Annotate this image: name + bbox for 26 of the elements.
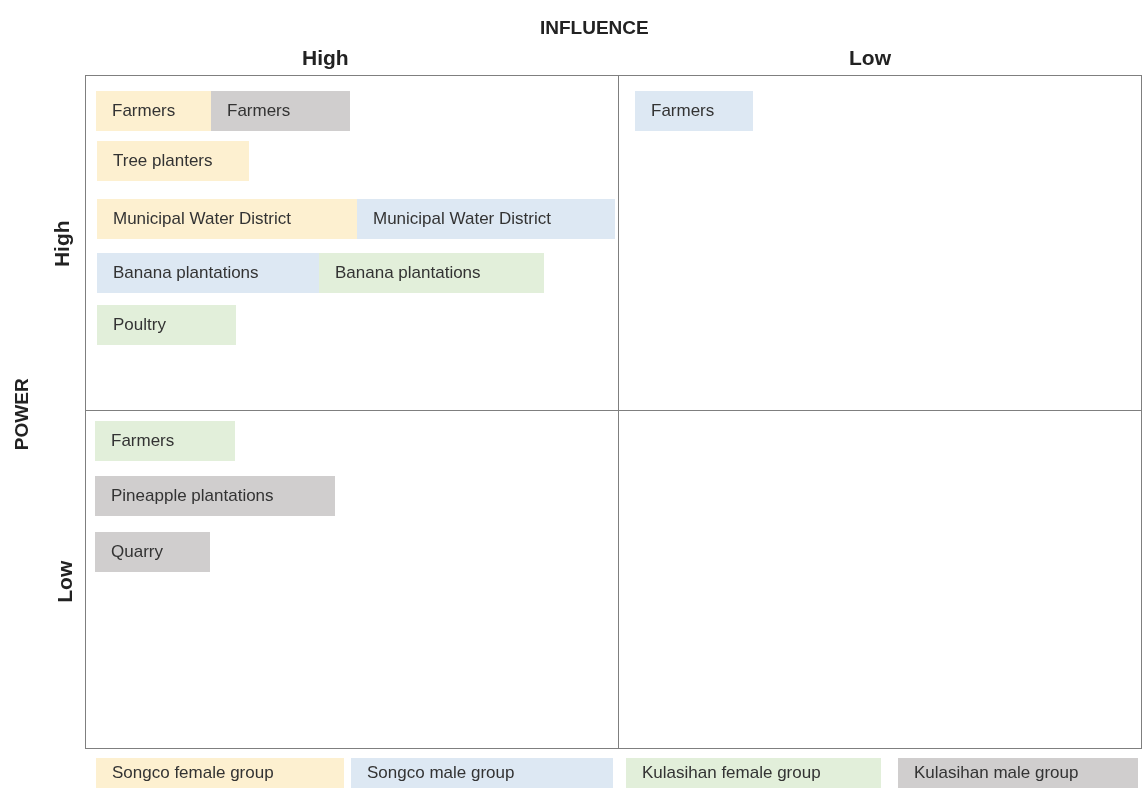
quadrant-box: [85, 410, 619, 749]
legend-swatch: Songco male group: [351, 758, 613, 788]
stakeholder-tag: Farmers: [96, 91, 211, 131]
stakeholder-tag: Tree planters: [97, 141, 249, 181]
stakeholder-tag: Municipal Water District: [357, 199, 615, 239]
stakeholder-tag: Banana plantations: [97, 253, 319, 293]
stakeholder-tag: Poultry: [97, 305, 236, 345]
axis-label: High: [302, 45, 349, 71]
stakeholder-tag: Pineapple plantations: [95, 476, 335, 516]
stakeholder-tag: Farmers: [635, 91, 753, 131]
stakeholder-tag: Municipal Water District: [97, 199, 357, 239]
stakeholder-tag: Banana plantations: [319, 253, 544, 293]
stakeholder-tag: Farmers: [95, 421, 235, 461]
stakeholder-tag: Quarry: [95, 532, 210, 572]
quadrant-box: [618, 410, 1142, 749]
axis-title: INFLUENCE: [540, 16, 649, 40]
legend-swatch: Kulasihan male group: [898, 758, 1138, 788]
legend-swatch: Songco female group: [96, 758, 344, 788]
legend-swatch: Kulasihan female group: [626, 758, 881, 788]
axis-label: High: [48, 220, 74, 268]
quadrant-box: [618, 75, 1142, 411]
axis-title: POWER: [9, 378, 33, 451]
axis-label: Low: [52, 560, 78, 603]
quadrant-box: [85, 75, 619, 411]
stakeholder-tag: Farmers: [211, 91, 350, 131]
axis-label: Low: [849, 45, 891, 71]
